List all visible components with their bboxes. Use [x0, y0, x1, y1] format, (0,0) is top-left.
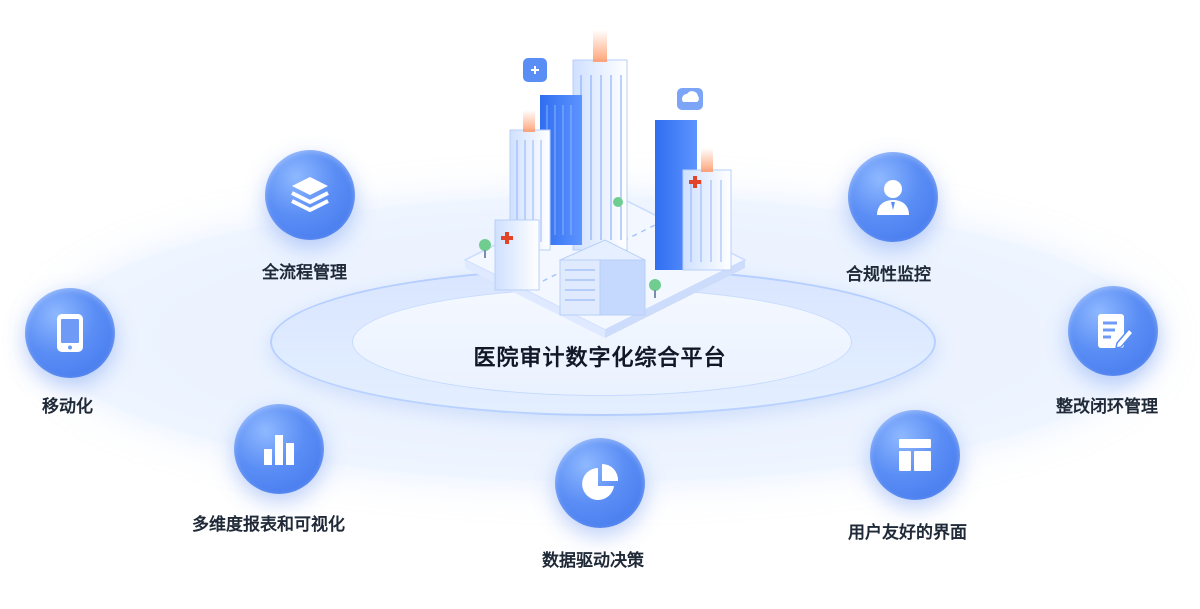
feature-node-rectification[interactable] [1068, 286, 1158, 376]
feature-label-mobile: 移动化 [42, 397, 93, 417]
feature-node-mobile[interactable] [25, 288, 115, 378]
tablet-icon [57, 314, 83, 352]
layout-icon [899, 439, 931, 471]
edit-document-icon [1098, 314, 1135, 349]
bar-chart-icon [264, 435, 294, 465]
feature-label-data-driven: 数据驱动决策 [542, 551, 644, 571]
hospital-city-illustration [463, 30, 747, 338]
pie-chart-icon [582, 463, 619, 500]
user-icon [877, 180, 909, 215]
feature-label-ui: 用户友好的界面 [848, 523, 967, 543]
feature-node-reports[interactable] [234, 404, 324, 494]
feature-label-full-process: 全流程管理 [262, 263, 347, 283]
feature-node-ui[interactable] [870, 410, 960, 500]
feature-node-data-driven[interactable] [555, 438, 645, 528]
feature-label-rectification: 整改闭环管理 [1056, 397, 1158, 417]
feature-node-compliance[interactable] [848, 152, 938, 242]
platform-title: 医院审计数字化综合平台 [473, 346, 727, 371]
feature-label-compliance: 合规性监控 [846, 265, 931, 285]
feature-node-full-process[interactable] [265, 150, 355, 240]
feature-label-reports: 多维度报表和可视化 [192, 515, 345, 535]
layers-icon [291, 177, 329, 212]
